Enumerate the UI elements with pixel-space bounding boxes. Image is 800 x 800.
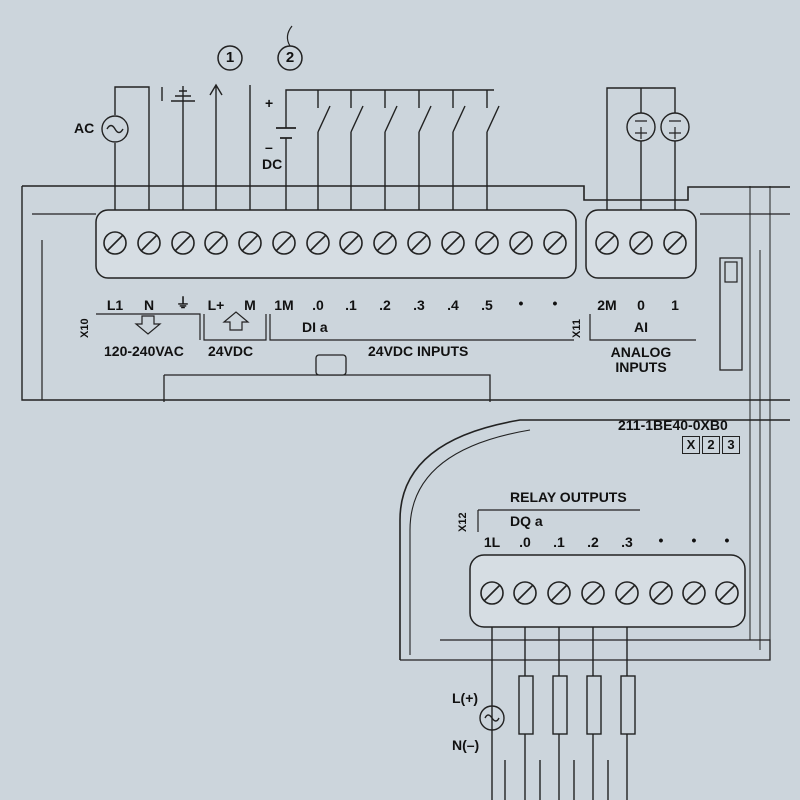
ac-wiring xyxy=(114,86,150,210)
terminal-dq-dot-2: • xyxy=(691,532,697,548)
analog-source-1 xyxy=(626,112,656,142)
device-housing xyxy=(22,185,790,201)
terminal-m: M xyxy=(244,297,256,313)
n-arrow xyxy=(134,315,162,335)
model-box-2: 2 xyxy=(702,436,720,454)
dc-label: DC xyxy=(262,156,283,172)
terminal-1l: 1L xyxy=(483,534,501,550)
terminal-dq-1: .1 xyxy=(553,534,565,550)
terminal-dq-0: .0 xyxy=(519,534,531,550)
terminal-di-3: .3 xyxy=(413,297,425,313)
relay-title: RELAY OUTPUTS xyxy=(510,489,627,505)
x10-group-lines xyxy=(96,313,574,341)
model-box-3: 3 xyxy=(722,436,740,454)
dc-wiring xyxy=(285,89,494,210)
x10-tag: X10 xyxy=(79,318,91,338)
terminal-ground: ⏚ xyxy=(176,295,190,311)
terminal-di-5: .5 xyxy=(481,297,493,313)
terminal-ai-1: 1 xyxy=(671,297,679,313)
terminal-dq-dot-1: • xyxy=(658,532,664,548)
input-switches xyxy=(317,90,500,210)
terminal-l1: L1 xyxy=(106,297,124,313)
side-connector xyxy=(719,257,743,371)
lplus-up-arrow xyxy=(222,311,250,331)
x10-terminal-block xyxy=(95,209,577,279)
callout-1: 1 xyxy=(225,49,235,66)
analog-wiring xyxy=(606,87,676,210)
group-di-sub-label: DI a xyxy=(302,319,328,335)
dc-battery xyxy=(276,127,296,139)
ground-symbol xyxy=(171,86,195,210)
x11-screws xyxy=(595,231,687,255)
dc-minus-label: – xyxy=(265,139,273,155)
x12-terminal-block xyxy=(469,554,746,628)
ac-label: AC xyxy=(74,120,95,136)
terminal-1m: 1M xyxy=(274,297,294,313)
x11-group-line xyxy=(589,314,696,341)
terminal-dq-2: .2 xyxy=(587,534,599,550)
model-box-x: X xyxy=(682,436,700,454)
terminal-di-0: .0 xyxy=(312,297,324,313)
center-clip xyxy=(315,354,347,376)
terminal-dot-2: • xyxy=(552,295,558,311)
x10-screws xyxy=(103,231,567,255)
terminal-di-2: .2 xyxy=(379,297,391,313)
load-minus-label: N(–) xyxy=(452,737,480,753)
lplus-arrow xyxy=(209,83,223,210)
x12-group-line xyxy=(477,509,640,532)
callout-2: 2 xyxy=(285,49,295,66)
terminal-dot-1: • xyxy=(518,295,524,311)
group-di-label: 24VDC INPUTS xyxy=(368,343,469,359)
terminal-dq-dot-3: • xyxy=(724,532,730,548)
terminal-di-1: .1 xyxy=(345,297,357,313)
relay-sub: DQ a xyxy=(510,513,543,529)
relay-loads xyxy=(518,675,636,735)
relay-wiring xyxy=(491,627,628,800)
x12-screws xyxy=(480,581,739,605)
load-ac-source xyxy=(479,705,505,731)
group-ac-label: 120-240VAC xyxy=(104,343,184,359)
terminal-lplus: L+ xyxy=(207,297,225,313)
analog-source-2 xyxy=(660,112,690,142)
x11-tag: X11 xyxy=(571,319,583,338)
terminal-di-4: .4 xyxy=(447,297,459,313)
terminal-dq-3: .3 xyxy=(621,534,633,550)
terminal-n: N xyxy=(143,297,155,313)
analog-title-1: ANALOG xyxy=(610,344,672,360)
load-plus-label: L(+) xyxy=(452,690,479,706)
model-number: 211-1BE40-0XB0 xyxy=(618,417,728,433)
side-connector-inner xyxy=(724,261,738,283)
callout-1-circle xyxy=(217,45,243,71)
group-dc-label: 24VDC xyxy=(208,343,254,359)
terminal-2m: 2M xyxy=(597,297,617,313)
analog-title-2: INPUTS xyxy=(615,359,667,375)
terminal-ai-0: 0 xyxy=(637,297,645,313)
x12-tag: X12 xyxy=(457,512,469,532)
device-left-edge xyxy=(21,186,790,401)
dc-plus-label: + xyxy=(265,95,274,111)
ac-source-symbol xyxy=(101,115,129,143)
group-ai-label: AI xyxy=(634,319,648,335)
lower-ledge xyxy=(163,374,491,402)
signal-board-outline xyxy=(399,419,790,660)
